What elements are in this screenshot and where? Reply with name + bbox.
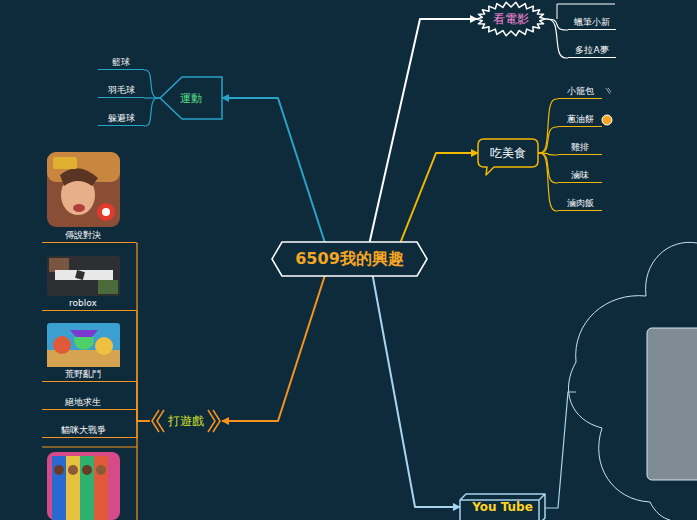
leaf-topic: 籃球 [98,54,144,70]
topic-text: 雞排 [571,140,589,154]
leaf-topic: 蠟筆小新 [568,13,616,30]
leaf-topic: 雞排 [558,139,602,155]
leaf-topic: roblox [42,295,136,311]
shape-path [477,2,545,36]
game-icon [47,323,120,367]
topic-text: 躲避球 [108,111,135,125]
topic-text: 吃美食 [490,145,526,162]
topic-text: You Tube [472,500,533,514]
topic-text: 蔥油餅 [567,112,594,126]
branch-topic: 打遊戲 [150,408,222,434]
topic-text: 絕地求生 [65,395,101,409]
game-branch-line [42,421,137,520]
branch-connector [222,98,325,242]
topic-text: 運動 [180,91,202,106]
topic-text: 籃球 [112,55,130,69]
topic-text: 小籠包 [567,84,594,98]
note-icon [606,88,611,94]
cloud-link [545,392,576,508]
topic-text: 貓咪大戰爭 [61,423,106,437]
branch-connector [144,70,160,98]
branch-topic: You Tube [460,494,545,520]
branch-connector [144,98,160,126]
branch-connector [136,311,150,421]
branch-connector [222,276,325,421]
topic-text: 傳說對決 [65,228,101,242]
game-icon [47,152,120,227]
game-icon [47,256,120,296]
shape-path [152,410,220,432]
topic-text: 滷肉飯 [567,196,594,210]
branch-connector [401,153,478,242]
image-panel [647,328,697,480]
branch-connector [136,243,150,421]
shape-path [460,494,545,520]
leaf-topic: 傳說對決 [42,227,136,243]
topic-text: 滷味 [571,168,589,182]
branch-connector [373,276,460,507]
shape-path [272,242,427,276]
topic-text: 打遊戲 [168,413,204,430]
branch-connector [538,153,558,211]
branch-connector [538,127,558,153]
leaf-topic: 蔥油餅 [558,111,602,127]
branch-connector [545,19,568,58]
branch-connector [136,382,150,421]
branch-topic: 吃美食 [478,139,538,167]
branch-connector [545,19,568,30]
game-icon [47,452,120,520]
leaf-topic: 小籠包 [558,83,602,99]
branch-connector [538,99,558,153]
leaf-topic: 羽毛球 [98,82,144,98]
topic-text: roblox [69,296,97,310]
shape-path [160,77,222,119]
topic-text: 看電影 [493,11,529,28]
branch-topic: 看電影 [477,2,545,36]
link-icon [602,115,612,125]
branch-connector [370,19,477,242]
branch-topic: 運動 [160,77,222,119]
central-topic: 6509我的興趣 [272,242,427,276]
branch-connector [136,410,150,421]
topic-text: 蠟筆小新 [574,15,610,29]
topic-text: 6509我的興趣 [295,249,404,270]
topic-text: 多拉A夢 [575,43,608,57]
topic-text: 羽毛球 [108,83,135,97]
leaf-topic: 滷肉飯 [558,195,602,211]
topic-text: 荒野亂鬥 [65,367,101,381]
leaf-topic: 滷味 [558,167,602,183]
leaf-topic: 絕地求生 [42,394,136,410]
leaf-topic: 躲避球 [98,110,144,126]
leaf-topic: 多拉A夢 [568,41,616,58]
leaf-topic: 貓咪大戰爭 [42,422,136,438]
shape-path [478,139,538,175]
cut-leaf-line [557,4,615,19]
branch-connector [136,421,150,438]
leaf-topic: 荒野亂鬥 [42,366,136,382]
